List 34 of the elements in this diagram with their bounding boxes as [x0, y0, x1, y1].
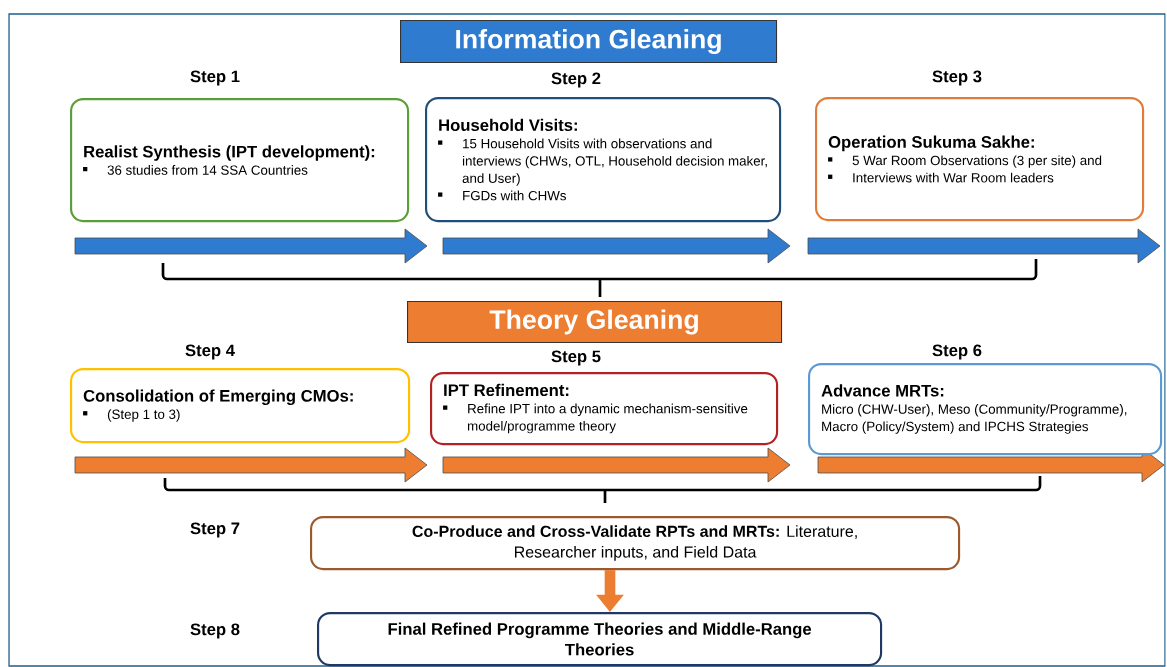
- bullet-item: (Step 1 to 3): [83, 409, 180, 422]
- step-box: [317, 612, 883, 667]
- box-text: Final Refined Programme Theories and Middle-Range Theories: [388, 622, 812, 656]
- step-box: [310, 516, 961, 571]
- step-label: Step 8: [190, 623, 240, 639]
- step-label: Step 6: [932, 344, 982, 360]
- box-heading: IPT Refinement:: [444, 383, 569, 397]
- box-heading: Operation Sukuma Sakhe:: [828, 135, 1034, 152]
- bullet-item: 36 studies from 14 SSA Countries: [83, 165, 308, 175]
- bullet-item: FGDs with CHWs: [438, 190, 566, 201]
- box-text: Co-Produce and Cross-Validate RPTs and MRTs: Literature, Researcher inputs, and Field Data: [412, 525, 857, 561]
- step-box: [425, 97, 782, 223]
- step-box: [70, 368, 411, 444]
- step-box: [815, 97, 1145, 222]
- box-heading: Realist Synthesis (IPT development):: [84, 145, 375, 161]
- banner-box: Theory Gleaning: [407, 301, 783, 344]
- bullet-item: 5 War Room Observations (3 per site) and: [828, 155, 1102, 168]
- step-label: Step 3: [932, 70, 982, 86]
- box-heading: Consolidation of Emerging CMOs:: [83, 389, 353, 406]
- step-box: [70, 98, 410, 223]
- step-label: Step 4: [185, 344, 235, 360]
- step-box: [430, 372, 779, 446]
- box-heading: Advance MRTs:: [821, 384, 944, 397]
- step-label: Step 2: [551, 72, 601, 88]
- banner-box: Information Gleaning: [400, 20, 778, 64]
- box-heading: Household Visits:: [439, 118, 577, 132]
- bullet-item: Refine IPT into a dynamic mechanism-sensitive model/programme theory: [443, 403, 748, 434]
- step-label: Step 1: [190, 70, 240, 86]
- step-box: [808, 363, 1163, 456]
- step-label: Step 7: [190, 522, 240, 538]
- box-text: Micro (CHW-User), Meso (Community/Programme), Macro (Policy/System) and IPCHS Strategies: [822, 404, 1127, 434]
- bullet-item: 15 Household Visits with observations and interviews (CHWs, OTL, Household decision maker, and User): [438, 138, 767, 186]
- bullet-item: Interviews with War Room leaders: [828, 172, 1054, 183]
- step-label: Step 5: [551, 350, 601, 366]
